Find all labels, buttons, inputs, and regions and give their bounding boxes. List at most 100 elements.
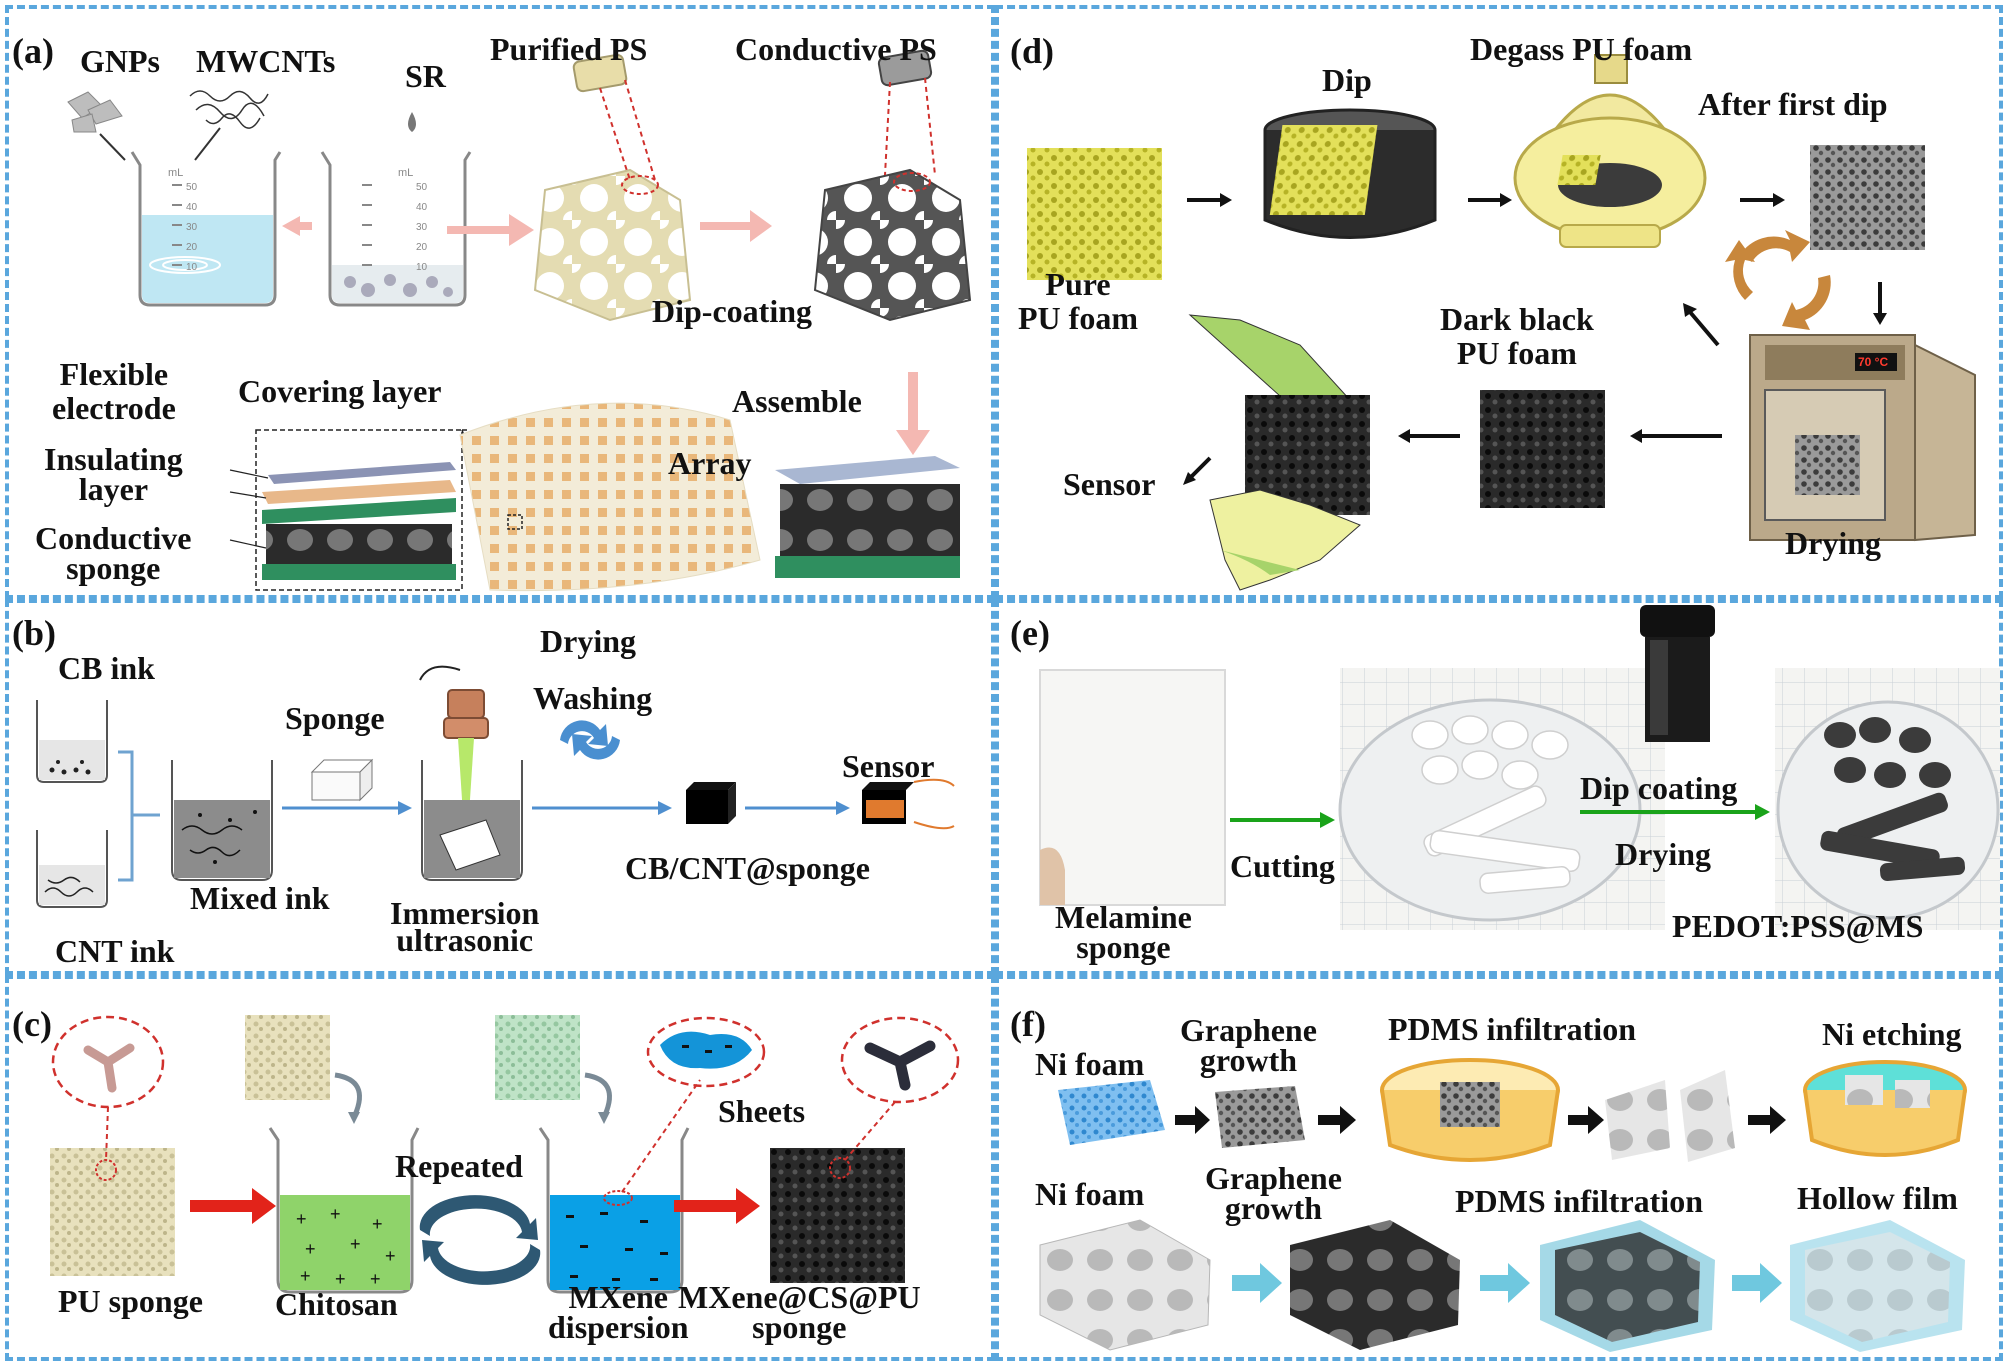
sensor-label-b: Sensor [842,748,935,784]
beaker1-ml: mL [168,167,184,179]
mxene-line2: dispersion [548,1309,689,1346]
mxene-product-label: MXene@CS@PU sponge [678,1281,921,1346]
mwcnt-tangle [189,90,269,129]
graphene-line2: growth [1199,1042,1298,1079]
panel-e [995,599,2003,975]
dip-coating-label: Dip-coating [652,293,812,329]
gnps-label: GNPs [80,43,160,79]
flexible-array-sheet [459,402,761,592]
cyan-arrows-f [1232,1263,1782,1303]
mxene-beaker [538,1127,690,1294]
drying-label-d: Drying [1785,525,1881,561]
tick: 10 [186,262,198,273]
sheets-label: Sheets [718,1093,806,1129]
svg-text:+: + [370,1269,381,1289]
repeated-cycle [419,1195,541,1285]
tick: 30 [186,222,198,233]
product-label-b: CB/CNT@sponge [625,850,870,886]
assemble-label: Assemble [732,383,862,419]
beaker2-ticks: 50 40 30 20 10 [416,178,427,278]
pure-line1: Pure [1045,266,1111,302]
panel-b-label: (b) [12,613,56,653]
panel-b [5,599,995,975]
panel-f-label: (f) [1010,1004,1046,1044]
purified-ps-foam [533,53,692,322]
svg-text:+: + [372,1214,383,1234]
ni-lattice [1039,1219,1211,1351]
product-line2: sponge [752,1309,847,1346]
flexible-electrode-label: Flexible electrode [52,356,176,425]
pu-sponge-label: PU sponge [58,1283,203,1319]
mixed-ink-label: Mixed ink [190,880,330,916]
sensor-cube [862,778,955,830]
insulating-line2: layer [78,471,149,508]
ink-vial [1640,605,1715,742]
purified-ps-label: Purified PS [490,31,648,67]
panel-f-graphics [1039,1058,1967,1352]
conductive-sponge-label: Conductive sponge [35,520,192,587]
conductive-ps-foam [813,49,972,322]
chitosan-beaker: +++ +++ +++ [268,1127,420,1294]
chitosan-label: Chitosan [275,1286,398,1322]
layered-stack-left [229,429,463,591]
conductive-ps-label: Conductive PS [735,31,937,67]
green-arrows-e [1230,804,1770,828]
svg-text:+: + [296,1209,307,1229]
ni-etching-label: Ni etching [1822,1016,1962,1052]
etching-dish [1803,1060,1967,1157]
dark-black-foam [1480,390,1605,508]
beaker2-ml: mL [398,167,414,179]
drying-label-b: Drying [540,623,636,659]
washing-label: Washing [533,680,653,716]
ni-foam-small [1058,1080,1165,1145]
melamine-sheet [1039,669,1226,906]
black-cube [686,782,736,824]
desiccator [1513,54,1707,248]
graphene-top-label: Graphene growth [1180,1012,1317,1079]
panel-f [995,975,2003,1361]
white-cylinders [1411,715,1581,894]
dark-line1: Dark black [1440,301,1594,337]
dip-dish [1263,108,1437,239]
melamine-line1: Melamine [1055,899,1192,935]
red-arrows-c [190,1188,760,1224]
pu-sponge [50,1148,175,1276]
recycle-arrows [1725,230,1831,330]
sensor-label-d: Sensor [1063,466,1156,502]
dark-cylinders [1820,717,1966,882]
svg-text:+: + [305,1239,316,1259]
repeated-label: Repeated [395,1148,523,1184]
svg-text:+: + [300,1266,311,1286]
ni-foam-top-label: Ni foam [1035,1046,1145,1082]
pure-line2: PU foam [1018,299,1138,336]
conductive-line1: Conductive [35,520,192,556]
black-arrows-d [1183,193,1887,485]
cutting-label: Cutting [1230,848,1335,884]
flexible-line1: Flexible [59,356,169,392]
immersion-label: Immersion ultrasonic [390,897,539,956]
gnp-flakes [67,91,123,133]
pure-pu-foam-label: Pure PU foam [1018,266,1138,336]
washing-cycle [560,720,620,760]
melamine-line2: sponge [1076,929,1171,966]
ni-foam-bottom-label: Ni foam [1035,1176,1145,1212]
dark-line2: PU foam [1456,334,1577,371]
panel-d-graphics [1027,54,1976,591]
product-label-e: PEDOT:PSS@MS [1672,908,1924,944]
insulating-line1: Insulating [44,441,183,477]
foam-after-dip [1810,145,1925,250]
immersion-beaker [419,665,523,881]
covering-layer-label: Covering layer [238,373,442,409]
blue-arrows-b [282,801,850,815]
graphene-line1: Graphene [1180,1012,1317,1048]
conductive-line2: sponge [66,550,161,587]
oven-display: 70 °C [1858,355,1889,369]
panel-d-label: (d) [1010,31,1054,71]
white-sponge-cube [310,758,374,802]
graphene-lattice [1290,1220,1460,1350]
sr-label: SR [405,58,446,94]
pdms-top-label: PDMS infiltration [1388,1011,1636,1047]
tick: 40 [186,202,198,213]
hollow-film-label: Hollow film [1797,1180,1958,1216]
